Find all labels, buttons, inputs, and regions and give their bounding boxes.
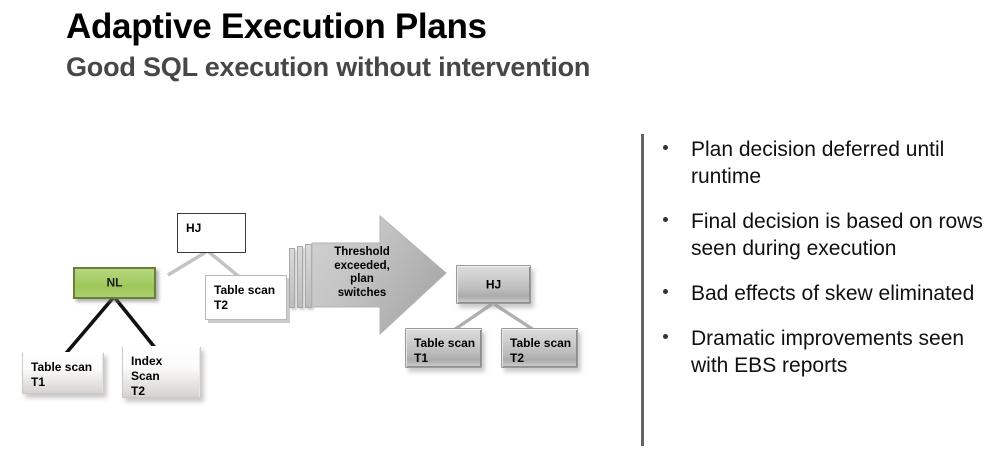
transition-arrow: Threshold exceeded, plan switches xyxy=(300,210,460,340)
list-item: Dramatic improvements seen with EBS repo… xyxy=(655,325,985,379)
node-left-hj[interactable]: HJ xyxy=(177,213,246,253)
bullet-dot-icon xyxy=(663,217,668,222)
connector-lines xyxy=(60,250,541,360)
node-label: Table scan T2 xyxy=(214,283,276,312)
execution-plan-diagram: HJ NL Table scan T2 Table scan T1 Index … xyxy=(0,120,640,450)
slide-title: Adaptive Execution Plans xyxy=(66,7,487,46)
list-item: Bad effects of skew eliminated xyxy=(655,280,985,307)
node-label: HJ xyxy=(186,221,202,235)
node-right-table-scan-t1[interactable]: Table scan T1 xyxy=(405,328,482,368)
node-label: NL xyxy=(106,275,123,290)
list-item: Final decision is based on rows seen dur… xyxy=(655,208,985,262)
node-left-leaf-table-scan-t1[interactable]: Table scan T1 xyxy=(22,352,104,394)
bullet-text: Plan decision deferred until runtime xyxy=(691,138,945,188)
node-label: Table scan T1 xyxy=(31,360,93,389)
bullet-dot-icon xyxy=(663,334,668,339)
node-label: Table scan T1 xyxy=(414,336,476,365)
node-label: HJ xyxy=(485,277,502,291)
transition-stripe-2 xyxy=(297,246,303,308)
node-right-hj[interactable]: HJ xyxy=(456,265,531,304)
node-right-table-scan-t2[interactable]: Table scan T2 xyxy=(501,328,578,368)
node-left-leaf-index-scan-t2[interactable]: Index Scan T2 xyxy=(122,346,201,398)
node-left-nl[interactable]: NL xyxy=(73,267,156,299)
list-item: Plan decision deferred until runtime xyxy=(655,136,985,190)
bullet-text: Dramatic improvements seen with EBS repo… xyxy=(691,327,965,377)
arrow-label: Threshold exceeded, plan switches xyxy=(334,246,390,299)
slide-subtitle: Good SQL execution without intervention xyxy=(66,52,591,82)
bullet-dot-icon xyxy=(663,289,668,294)
arrow-shape xyxy=(311,214,447,336)
bullet-text: Final decision is based on rows seen dur… xyxy=(691,210,983,260)
node-left-table-scan-t2[interactable]: Table scan T2 xyxy=(205,275,287,320)
bullet-text: Bad effects of skew eliminated xyxy=(691,282,975,305)
node-label: Table scan T2 xyxy=(510,336,572,365)
node-label: Index Scan T2 xyxy=(131,354,163,398)
vertical-divider xyxy=(641,134,644,446)
bullet-dot-icon xyxy=(663,145,668,150)
transition-stripe-1 xyxy=(289,248,295,308)
bullet-list: Plan decision deferred until runtime Fin… xyxy=(655,136,985,397)
